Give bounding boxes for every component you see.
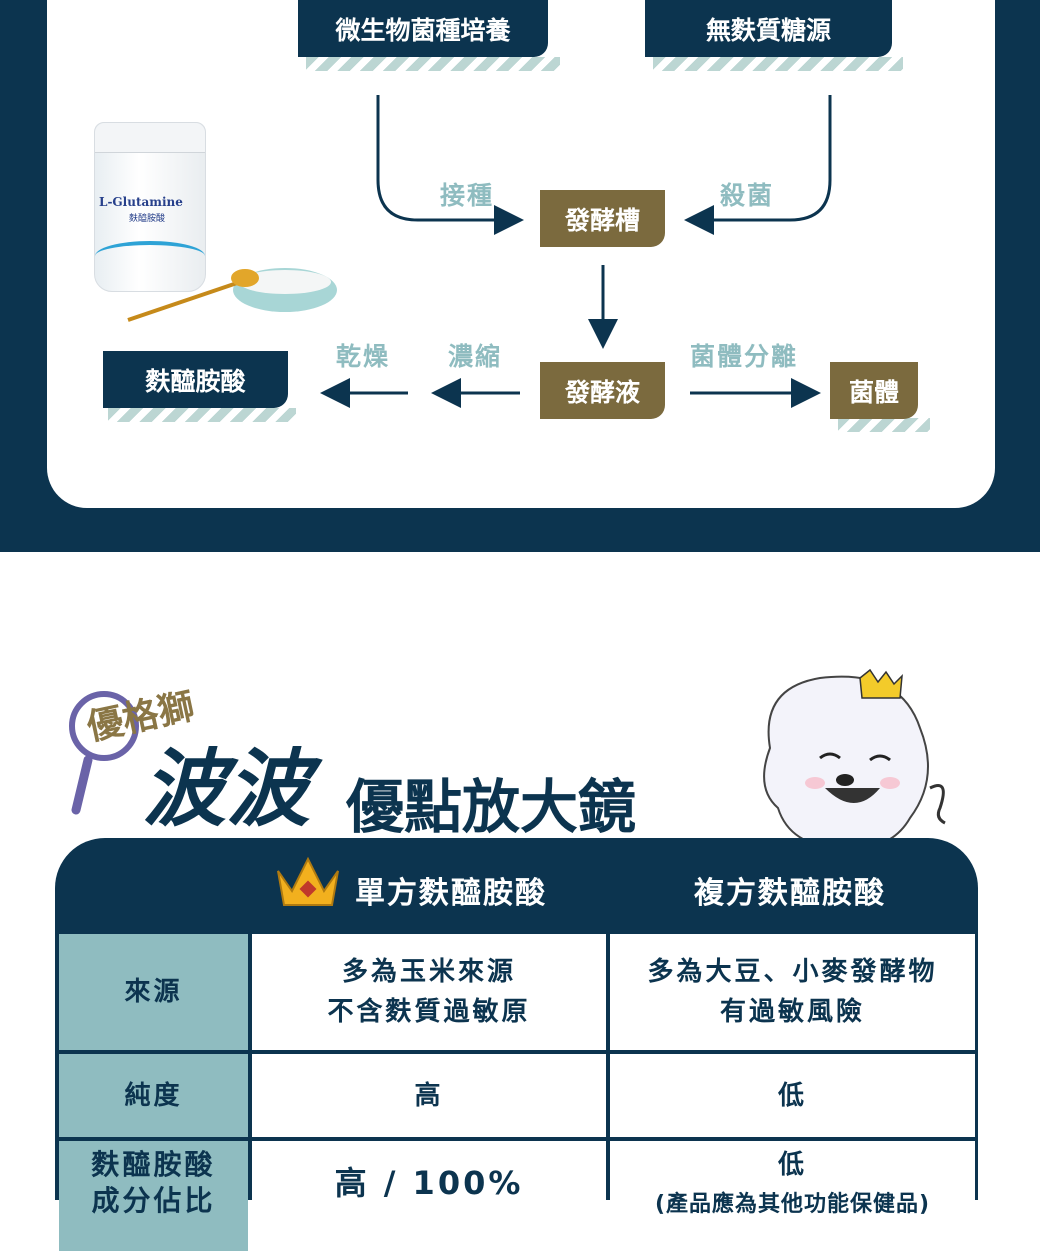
source1-box: 微生物菌種培養 xyxy=(298,0,548,57)
table-header xyxy=(55,838,978,938)
row-label: 麩醯胺酸成分佔比 xyxy=(59,1141,248,1251)
stripe xyxy=(838,418,930,432)
product-jar: L-Glutamine 麩醯胺酸 xyxy=(94,122,206,292)
cell-compound: 低(產品應為其他功能保健品) xyxy=(610,1141,975,1231)
source2-box: 無麩質糖源 xyxy=(645,0,892,57)
stripe xyxy=(108,408,296,422)
cell-compound: 多為大豆、小麥發酵物有過敏風險 xyxy=(610,934,975,1050)
product-box: 麩醯胺酸 xyxy=(103,351,288,408)
heading-sub: 優點放大鏡 xyxy=(346,773,637,841)
biomass-box: 菌體 xyxy=(830,362,918,419)
inoculate-arrow xyxy=(376,95,524,235)
spoon-bowl xyxy=(127,268,337,322)
cell-single: 多為玉米來源不含麩質過敏原 xyxy=(252,934,606,1050)
concentrate-label: 濃縮 xyxy=(448,342,503,371)
separate-label: 菌體分離 xyxy=(690,342,799,371)
crown-icon xyxy=(277,856,339,906)
sterilize-arrow xyxy=(684,95,832,235)
column-header-single: 單方麩醯胺酸 xyxy=(355,876,547,911)
cell-compound: 低 xyxy=(610,1054,975,1137)
row-label: 來源 xyxy=(59,934,248,1050)
sterilize-label: 殺菌 xyxy=(720,181,775,210)
tank-box: 發酵槽 xyxy=(540,190,665,247)
column-header-compound: 複方麩醯胺酸 xyxy=(694,876,886,911)
flow-lines xyxy=(320,95,832,408)
magnifier-icon xyxy=(69,691,139,815)
inoculate-label: 接種 xyxy=(440,181,495,210)
lion-mascot xyxy=(763,668,946,850)
cell-single: 高 xyxy=(252,1054,606,1137)
jar-label-name: L-Glutamine xyxy=(99,195,183,209)
liquid-box: 發酵液 xyxy=(540,362,665,419)
heading-main: 波波 xyxy=(142,740,311,838)
cell-single: 高 / 100% xyxy=(252,1141,606,1231)
stripe xyxy=(306,57,560,71)
jar-label-cn: 麩醯胺酸 xyxy=(129,214,166,224)
stripe xyxy=(653,57,903,71)
row-label: 純度 xyxy=(59,1054,248,1137)
dry-label: 乾燥 xyxy=(336,342,391,371)
